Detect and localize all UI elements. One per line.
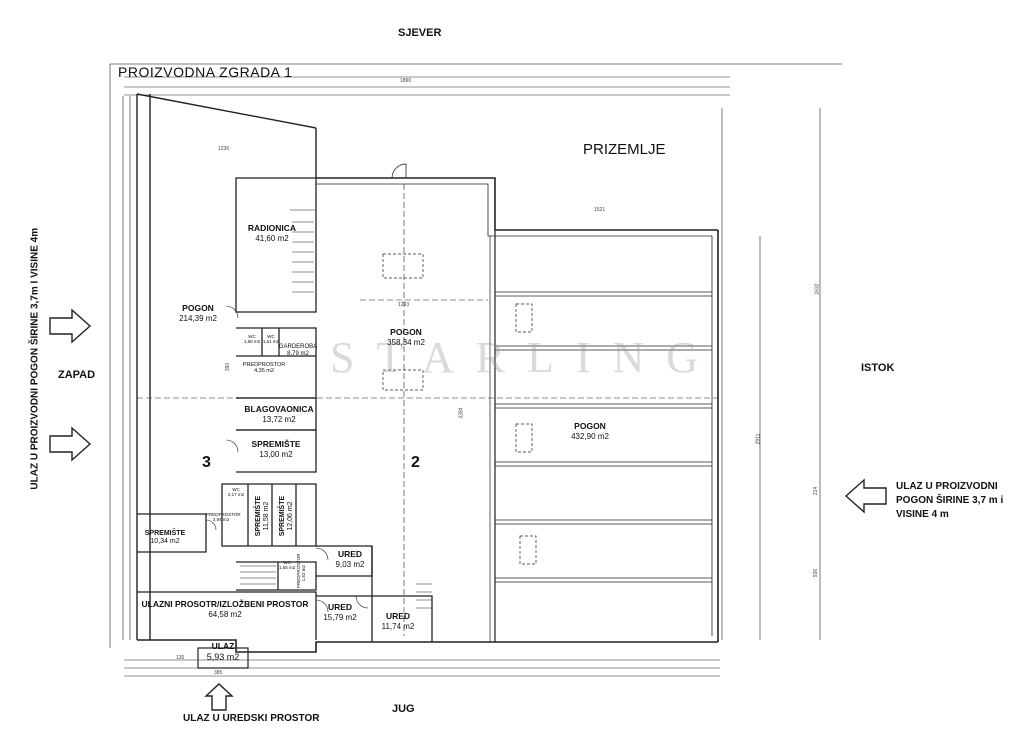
room-area: 13,72 m2 bbox=[262, 414, 296, 424]
room-name: PREDPROSTOR bbox=[206, 512, 241, 517]
room-area: 1,55 m2 bbox=[279, 565, 296, 571]
room-spremiste-2: SPREMIŠTE 11,58 m2 bbox=[255, 489, 271, 543]
room-predprostor-1: PREDPROSTOR 4,35 m2 bbox=[240, 362, 288, 375]
room-area: 12,06 m2 bbox=[287, 501, 294, 531]
room-wc-1: WC 1,58 m2 bbox=[242, 334, 262, 344]
compass-west: ZAPAD bbox=[58, 369, 96, 381]
dimension-label: 936 bbox=[813, 568, 820, 578]
room-name: RADIONICA bbox=[247, 223, 297, 233]
room-predprostor-3: PREDPROSTOR 1,52 m2 bbox=[296, 553, 306, 588]
room-name: POGON bbox=[574, 421, 606, 431]
room-name: PREDPROSTOR bbox=[242, 362, 286, 368]
compass-north: SJEVER bbox=[398, 27, 442, 39]
room-wc-3: WC 2,17 m2 bbox=[226, 487, 246, 497]
room-name: SPREMIŠTE bbox=[278, 495, 286, 537]
room-spremiste-3: SPREMIŠTE 12,06 m2 bbox=[279, 489, 295, 543]
room-spremiste-1: SPREMIŠTE 13,00 m2 bbox=[244, 439, 308, 459]
dimension-label: 1293 bbox=[398, 302, 410, 308]
room-area: 1,58 m2 bbox=[243, 339, 261, 345]
dimension-label: 1236 bbox=[218, 146, 230, 152]
room-name: POGON bbox=[390, 327, 422, 337]
room-area: 214,39 m2 bbox=[179, 313, 217, 323]
room-pogon-west: POGON 214,39 m2 bbox=[168, 303, 228, 323]
room-garderoba: GARDEROBA 8,79 m2 bbox=[278, 344, 318, 358]
room-area: 13,00 m2 bbox=[259, 449, 293, 459]
dimension-label: 2911 bbox=[755, 433, 762, 445]
dimension-label: 3284 bbox=[458, 407, 465, 419]
room-area: 41,60 m2 bbox=[255, 233, 289, 243]
plan-title: PROIZVODNA ZGRADA 1 bbox=[118, 64, 293, 80]
room-area: 1,52 m2 bbox=[301, 565, 306, 582]
west-wing-wall bbox=[136, 93, 317, 640]
watermark-text: STARLING bbox=[330, 333, 721, 382]
room-name: WC bbox=[248, 334, 256, 339]
dimension-label: 385 bbox=[214, 670, 223, 676]
east-entry-line-2: POGON ŠIRINE 3,7 m i bbox=[896, 495, 1004, 506]
room-ulazni-prostor: ULAZNI PROSOTR/IZLOŽBENI PROSTOR 64,58 m… bbox=[140, 599, 310, 619]
room-area: 358,34 m2 bbox=[387, 337, 425, 347]
room-name: SPREMIŠTE bbox=[254, 495, 262, 537]
room-area: 432,90 m2 bbox=[571, 431, 609, 441]
room-area: 9,03 m2 bbox=[335, 559, 365, 569]
room-pogon-east: POGON 432,90 m2 bbox=[560, 421, 620, 441]
room-name: GARDEROBA bbox=[278, 344, 318, 350]
room-ulaz: ULAZ 5,93 m2 bbox=[200, 641, 246, 662]
dimension-label: 2632 bbox=[814, 283, 821, 295]
room-wc-4: WC 1,55 m2 bbox=[279, 560, 295, 570]
east-entry-arrow bbox=[844, 478, 887, 514]
room-spremiste-4: SPREMIŠTE 10,34 m2 bbox=[140, 530, 190, 546]
room-name: SPREMIŠTE bbox=[144, 530, 186, 537]
room-area: 1,61 m2 bbox=[262, 339, 280, 345]
sheet-frame bbox=[109, 63, 842, 648]
east-entry-line-3: VISINE 4 m bbox=[896, 509, 949, 520]
room-name: URED bbox=[327, 602, 353, 612]
room-area: 5,93 m2 bbox=[206, 651, 240, 662]
south-entry-label: ULAZ U UREDSKI PROSTOR bbox=[183, 713, 320, 724]
room-name: ULAZNI PROSOTR/IZLOŽBENI PROSTOR bbox=[141, 599, 309, 609]
dimension-label: 1890 bbox=[400, 78, 412, 84]
room-name: WC bbox=[267, 334, 275, 339]
compass-east: ISTOK bbox=[861, 362, 895, 374]
dimension-label: 1521 bbox=[594, 207, 606, 213]
east-entry-line-1: ULAZ U PROIZVODNI bbox=[896, 481, 998, 492]
room-pogon-mid: POGON 358,34 m2 bbox=[376, 327, 436, 347]
room-name: WC bbox=[283, 560, 291, 565]
room-name: URED bbox=[337, 549, 363, 559]
room-name: POGON bbox=[182, 303, 214, 313]
room-area: 8,79 m2 bbox=[287, 350, 309, 357]
room-area: 11,74 m2 bbox=[381, 621, 415, 631]
room-area: 2,94 m2 bbox=[212, 517, 230, 523]
room-blagovaonica: BLAGOVAONICA 13,72 m2 bbox=[242, 404, 316, 424]
room-area: 11,58 m2 bbox=[263, 501, 270, 531]
room-radionica: RADIONICA 41,60 m2 bbox=[240, 223, 304, 243]
compass-south: JUG bbox=[392, 703, 415, 715]
room-ured-3: URED 11,74 m2 bbox=[376, 611, 420, 631]
room-ured-1: URED 9,03 m2 bbox=[330, 549, 370, 569]
dimension-label: 214 bbox=[813, 486, 820, 496]
room-name: URED bbox=[385, 611, 411, 621]
west-entry-arrow-2 bbox=[49, 426, 92, 462]
dimension-label: 130 bbox=[176, 655, 185, 661]
floor-label: PRIZEMLJE bbox=[583, 141, 666, 158]
room-predprostor-2: PREDPROSTOR 2,94 m2 bbox=[206, 512, 241, 523]
west-entry-label: ULAZ U PROIZVODNI POGON ŠIRINE 3,7m I VI… bbox=[29, 227, 41, 490]
room-area: 64,58 m2 bbox=[208, 609, 242, 619]
room-ured-2: URED 15,79 m2 bbox=[318, 602, 362, 622]
room-area: 15,79 m2 bbox=[323, 612, 357, 622]
south-entry-arrow bbox=[204, 683, 234, 711]
zone-2-label: 2 bbox=[411, 454, 420, 471]
room-wc-2: WC 1,61 m2 bbox=[261, 334, 281, 344]
zone-3-label: 3 bbox=[202, 454, 211, 471]
west-entry-arrow-1 bbox=[49, 308, 92, 344]
room-name: ULAZ bbox=[211, 641, 235, 651]
room-area: 4,35 m2 bbox=[254, 368, 274, 375]
room-area: 10,34 m2 bbox=[150, 538, 180, 546]
room-name: BLAGOVAONICA bbox=[244, 404, 314, 414]
room-area: 2,17 m2 bbox=[227, 492, 245, 498]
dimension-label: 390 bbox=[225, 362, 232, 372]
room-name: SPREMIŠTE bbox=[251, 439, 301, 449]
room-name: WC bbox=[232, 487, 240, 492]
